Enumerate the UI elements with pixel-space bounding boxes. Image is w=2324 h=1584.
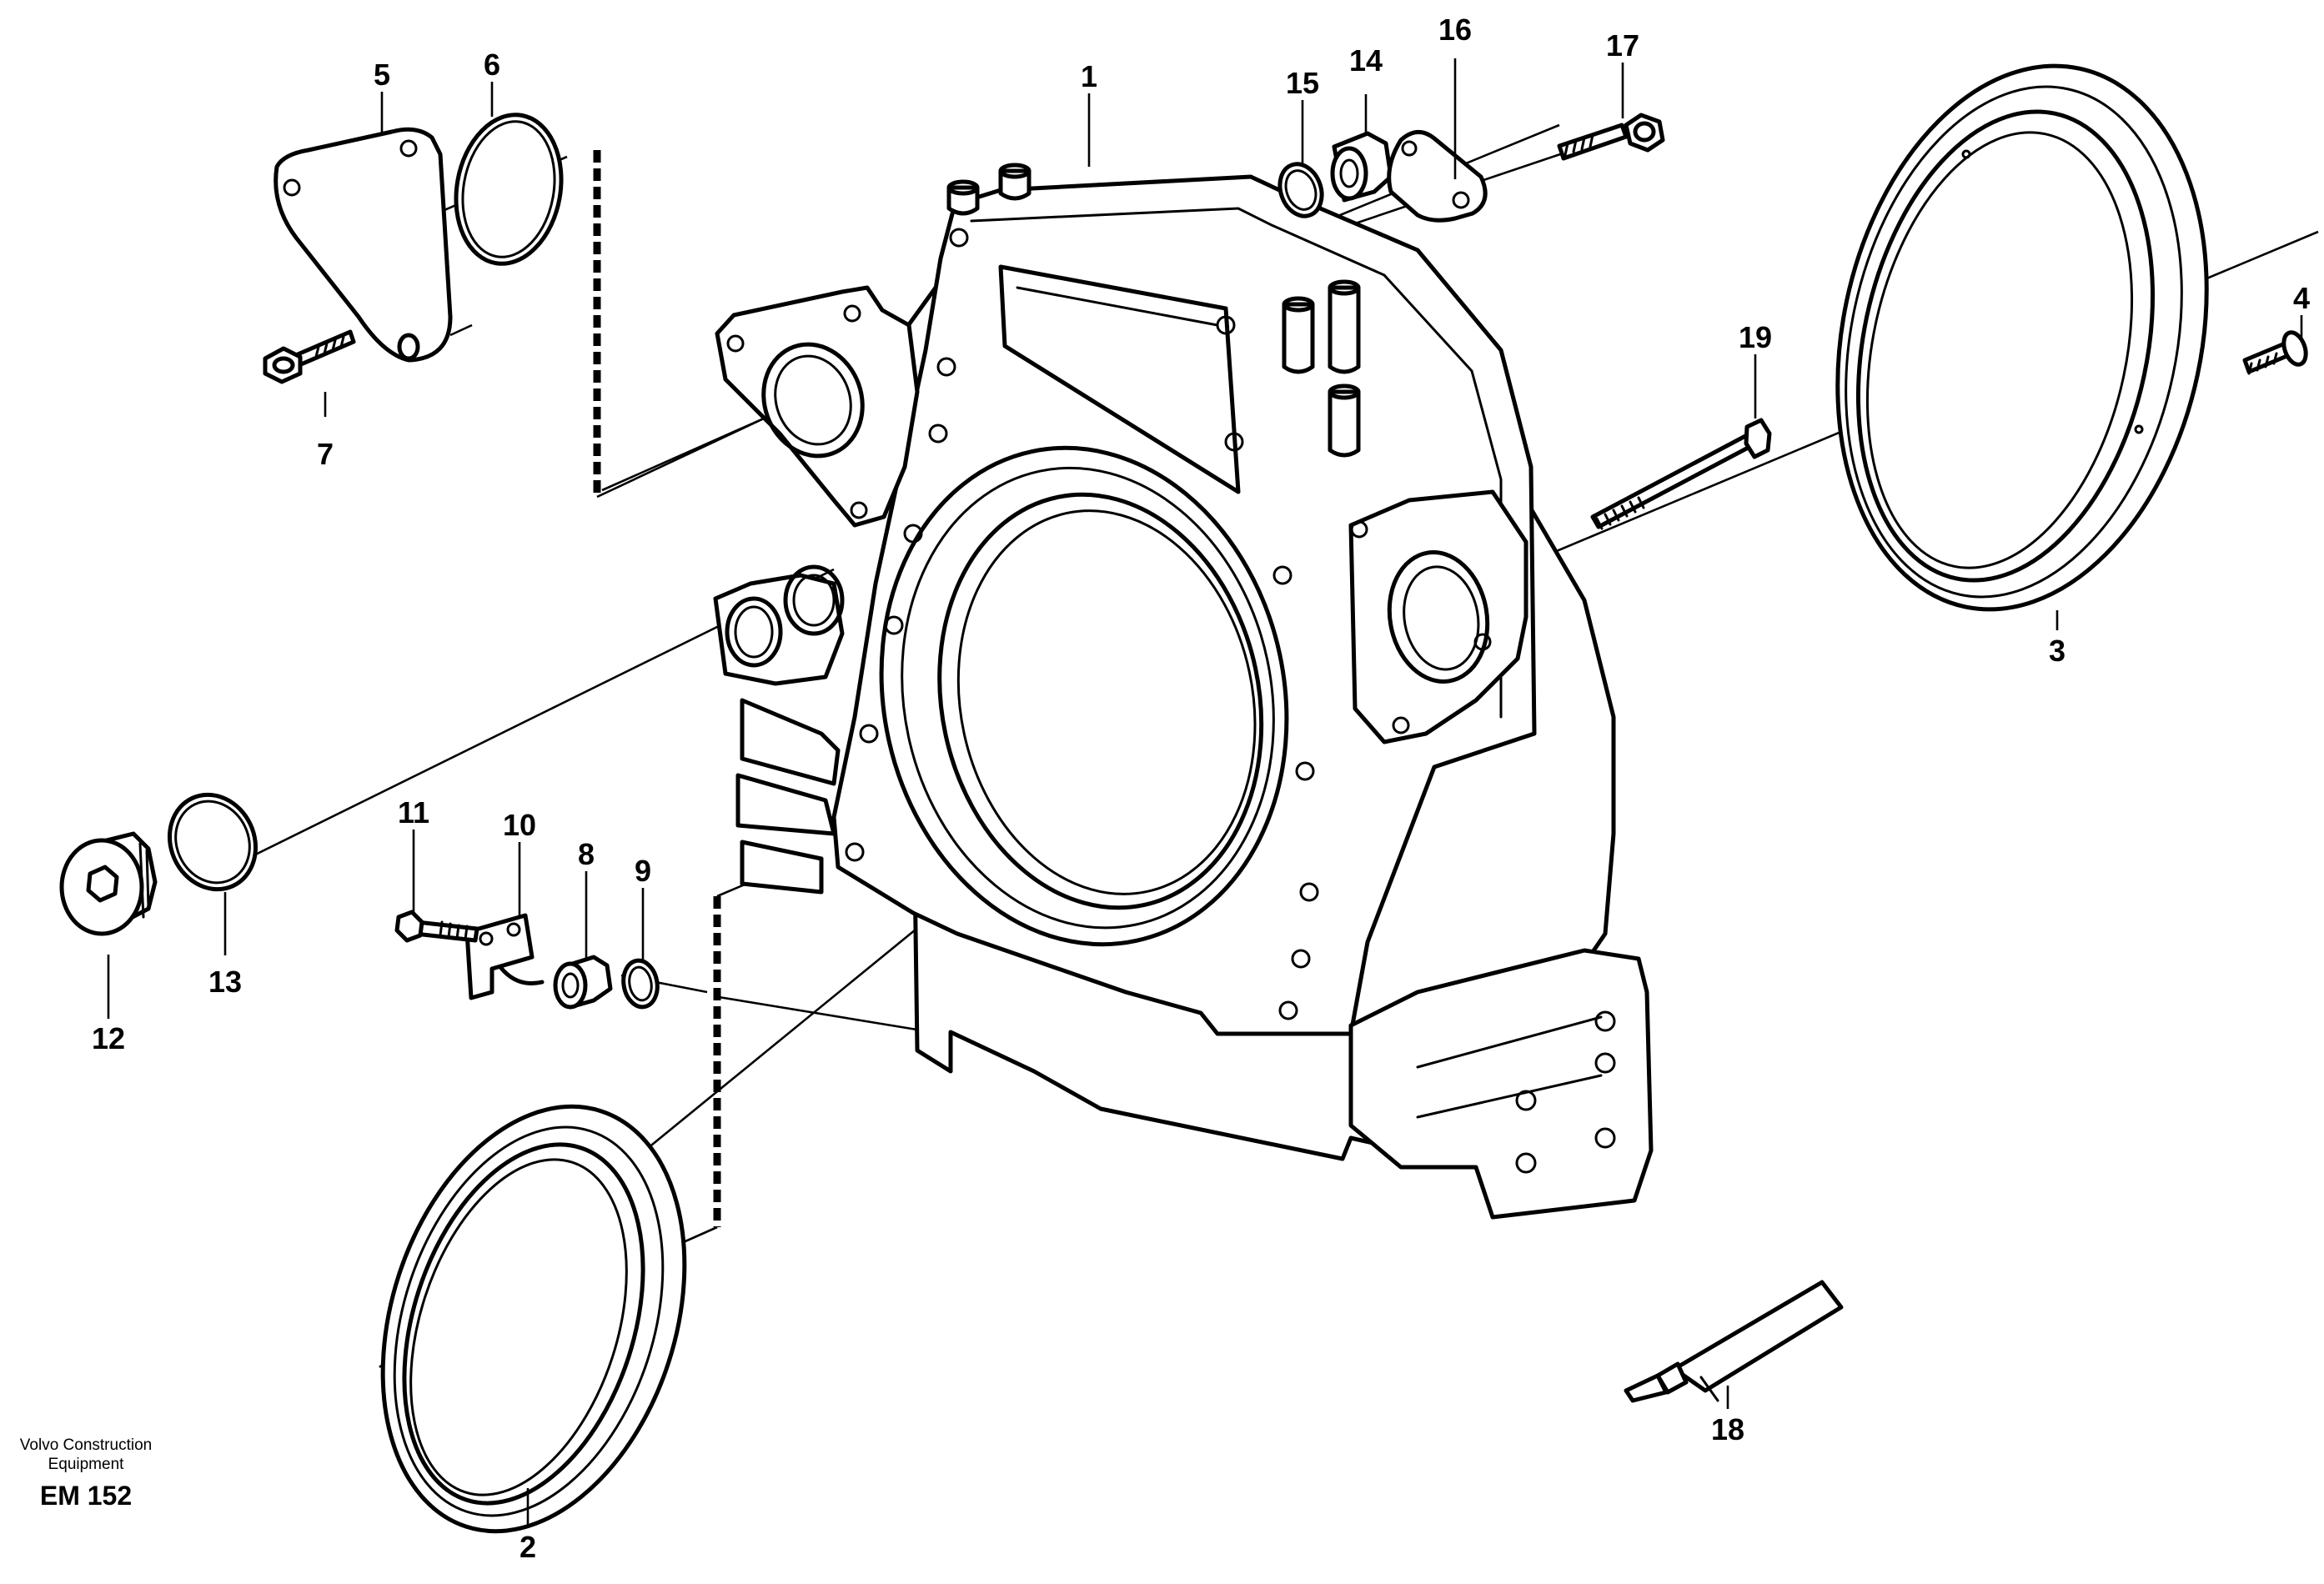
- callout-15: 15: [1286, 66, 1319, 100]
- diagram-footer: Volvo Construction Equipment EM 152: [7, 1436, 165, 1511]
- callout-numbers: 1 2 3 4 5 6 7 8 9 10 11 12 13 14 15 16 1…: [92, 13, 2310, 1564]
- callout-14: 14: [1349, 43, 1383, 78]
- callout-19: 19: [1739, 320, 1772, 354]
- sleeve-14: [1330, 131, 1393, 203]
- cover-plate: [274, 127, 453, 363]
- callout-3: 3: [2049, 634, 2065, 668]
- sealant-tube: [1624, 1280, 1844, 1403]
- callout-4: 4: [2293, 281, 2310, 315]
- bracket-leader: [596, 403, 795, 499]
- o-ring-13: [167, 792, 259, 892]
- bolt-11: [394, 910, 479, 943]
- o-ring-15: [1277, 162, 1324, 218]
- o-ring-6: [454, 113, 564, 266]
- rear-seal-ring: [380, 1104, 687, 1534]
- o-ring-9: [621, 958, 660, 1010]
- plug-12: [59, 831, 158, 936]
- cover-ring: [1835, 63, 2209, 612]
- bolt-7: [263, 329, 356, 384]
- callout-18: 18: [1711, 1412, 1744, 1446]
- bracket-16: [1387, 130, 1488, 223]
- diagram-code: EM 152: [39, 1481, 133, 1511]
- callout-leaders: [107, 58, 2303, 1527]
- callout-10: 10: [503, 808, 536, 842]
- callout-5: 5: [374, 58, 390, 92]
- callout-16: 16: [1438, 13, 1472, 47]
- callout-7: 7: [317, 437, 334, 471]
- callout-13: 13: [208, 965, 242, 999]
- callout-1: 1: [1081, 59, 1097, 93]
- long-bolt-19: [1590, 418, 1772, 530]
- screw-4: [2242, 330, 2308, 375]
- callout-8: 8: [578, 837, 595, 871]
- bracket-10: [464, 913, 545, 1000]
- brand-line-2: Equipment: [48, 1456, 124, 1473]
- sleeve-8: [553, 955, 613, 1010]
- flywheel-housing: [713, 163, 1654, 1220]
- brand-line-1: Volvo Construction: [19, 1436, 153, 1454]
- dashed-bracket-lines: [593, 150, 721, 1227]
- callout-11: 11: [398, 795, 429, 830]
- callout-12: 12: [92, 1021, 125, 1055]
- callout-17: 17: [1606, 28, 1639, 63]
- callout-6: 6: [484, 48, 500, 82]
- callout-9: 9: [635, 854, 651, 888]
- bolt-17: [1557, 113, 1665, 161]
- callout-2: 2: [520, 1530, 536, 1564]
